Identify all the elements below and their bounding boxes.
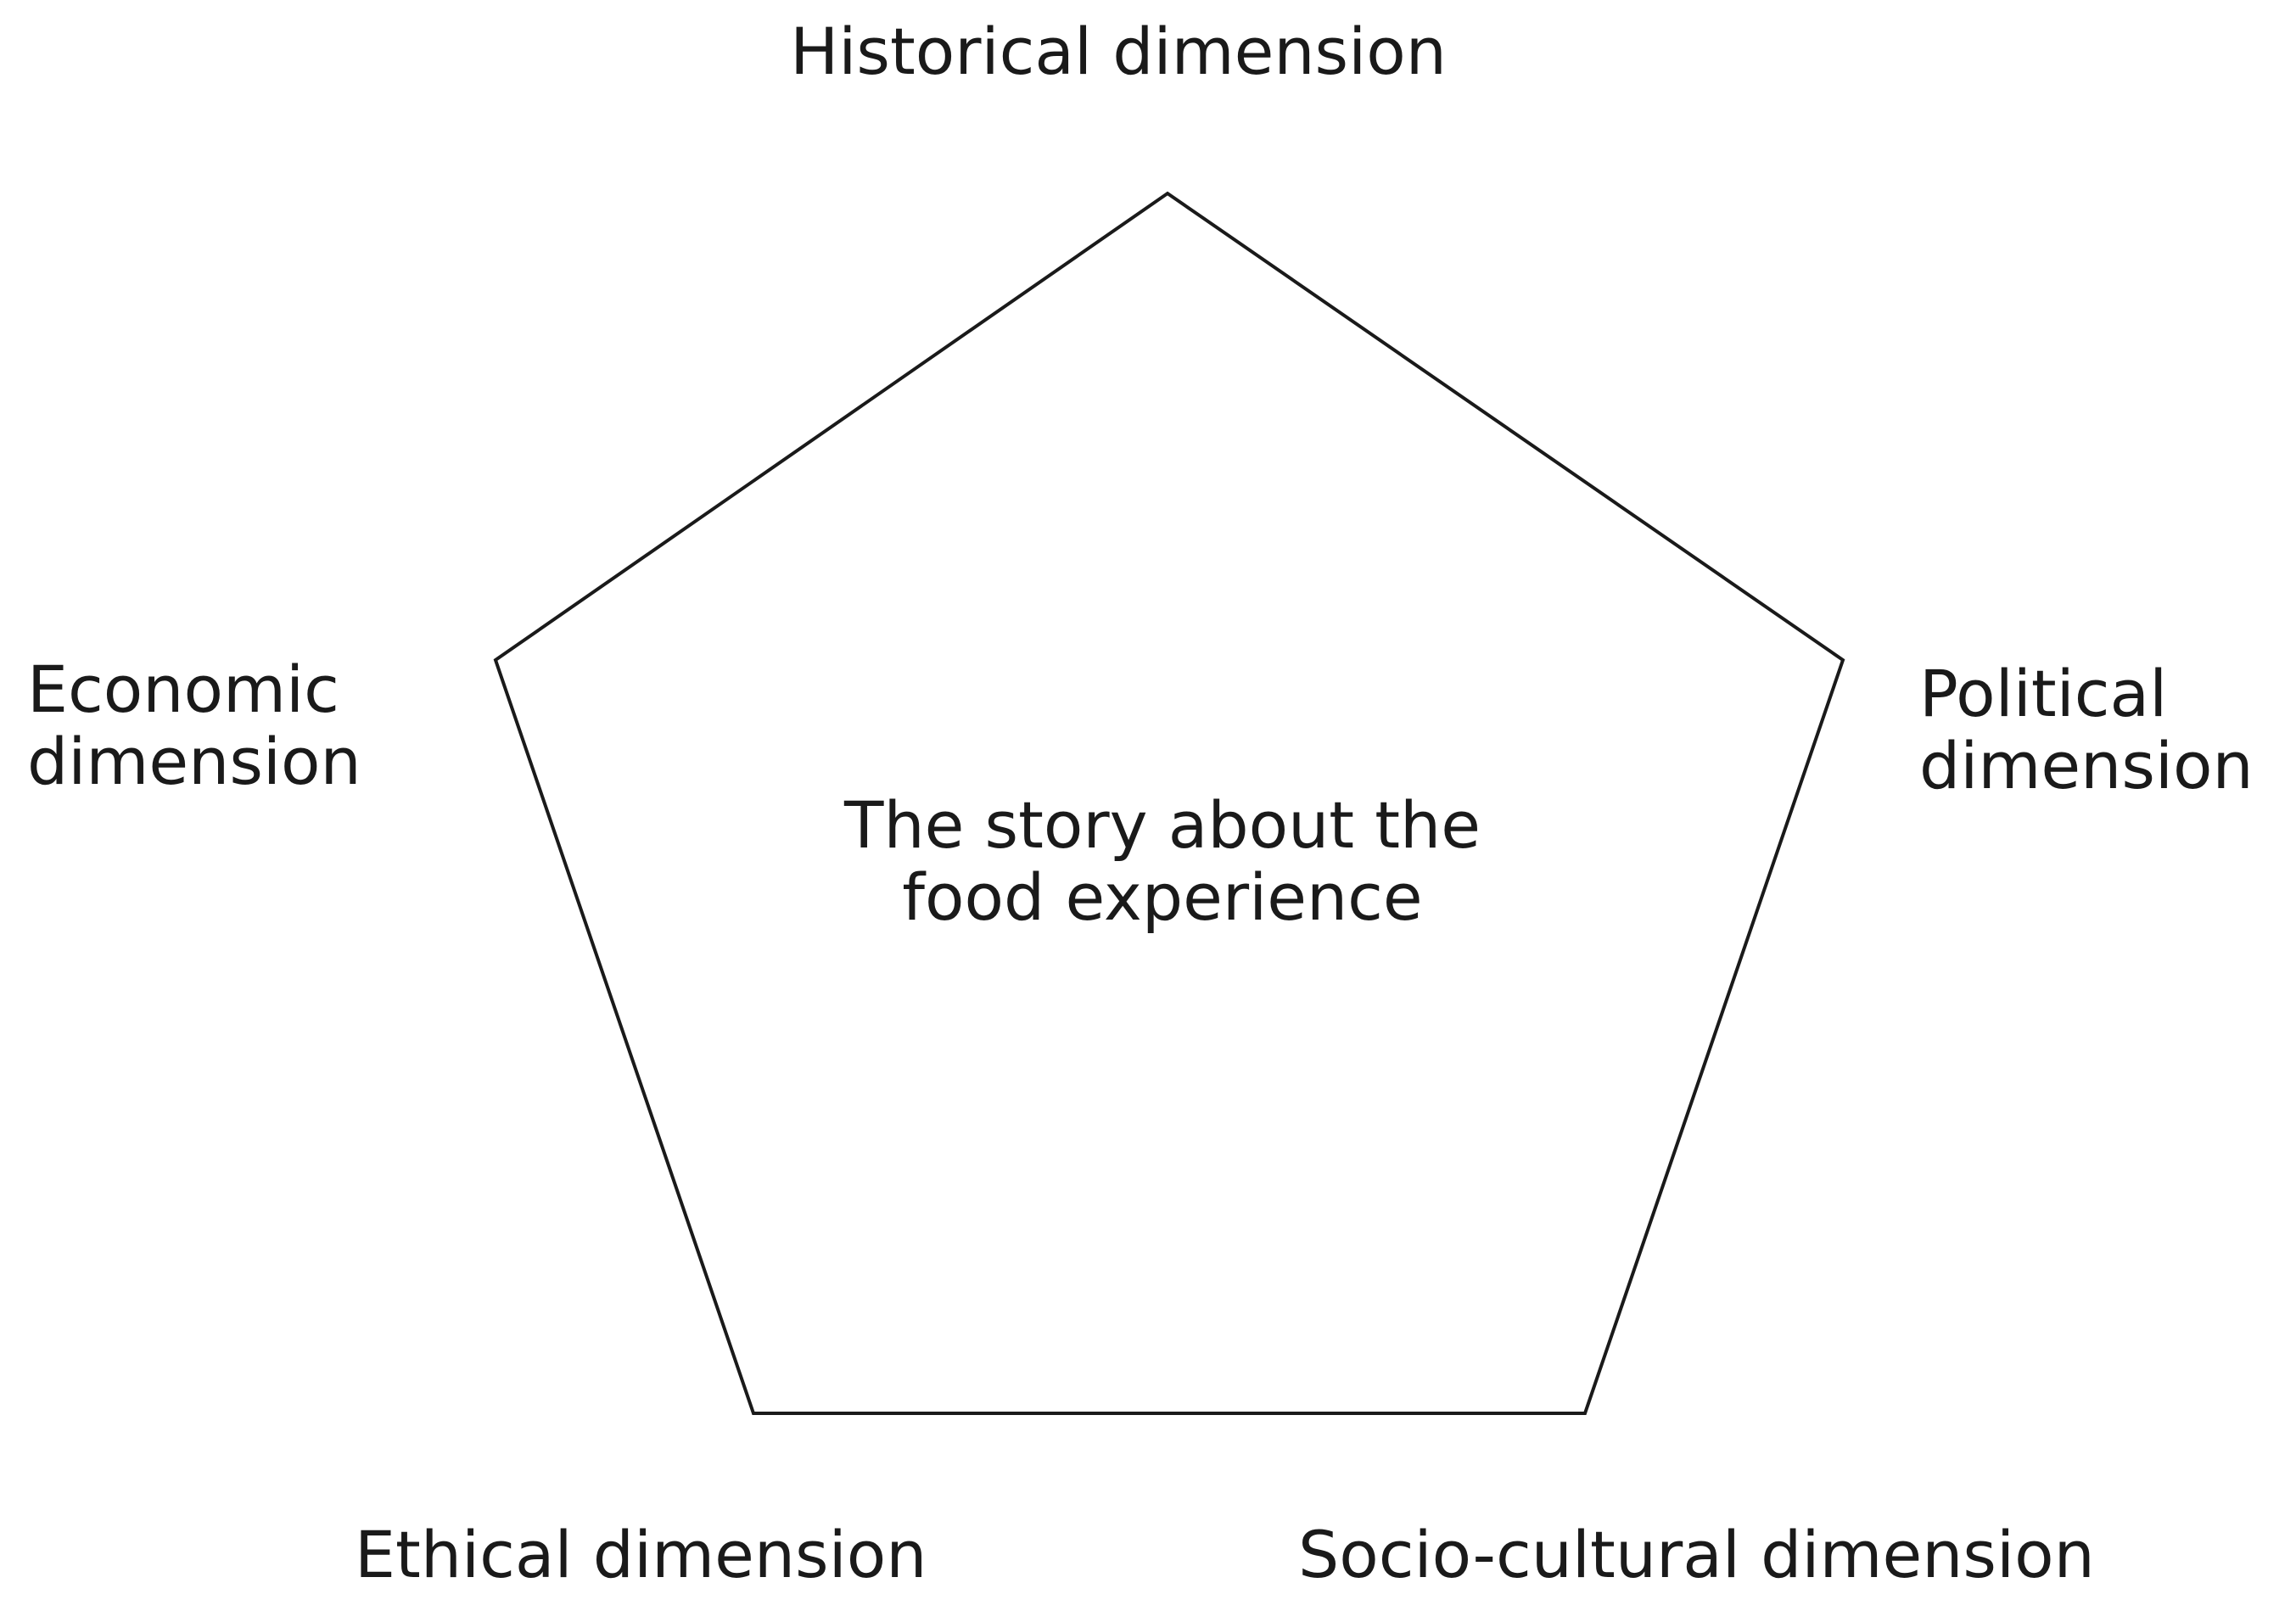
socio-cultural-dimension-label: Socio-cultural dimension — [1298, 1517, 2095, 1592]
pentagon-shape — [493, 191, 1845, 1415]
center-story-label: The story about the food experience — [844, 787, 1481, 936]
ethical-dimension-label: Ethical dimension — [355, 1517, 927, 1592]
political-dimension-label: Political dimension — [1919, 656, 2254, 804]
economic-dimension-label: Economic dimension — [27, 652, 361, 800]
historical-dimension-label: Historical dimension — [790, 14, 1447, 89]
